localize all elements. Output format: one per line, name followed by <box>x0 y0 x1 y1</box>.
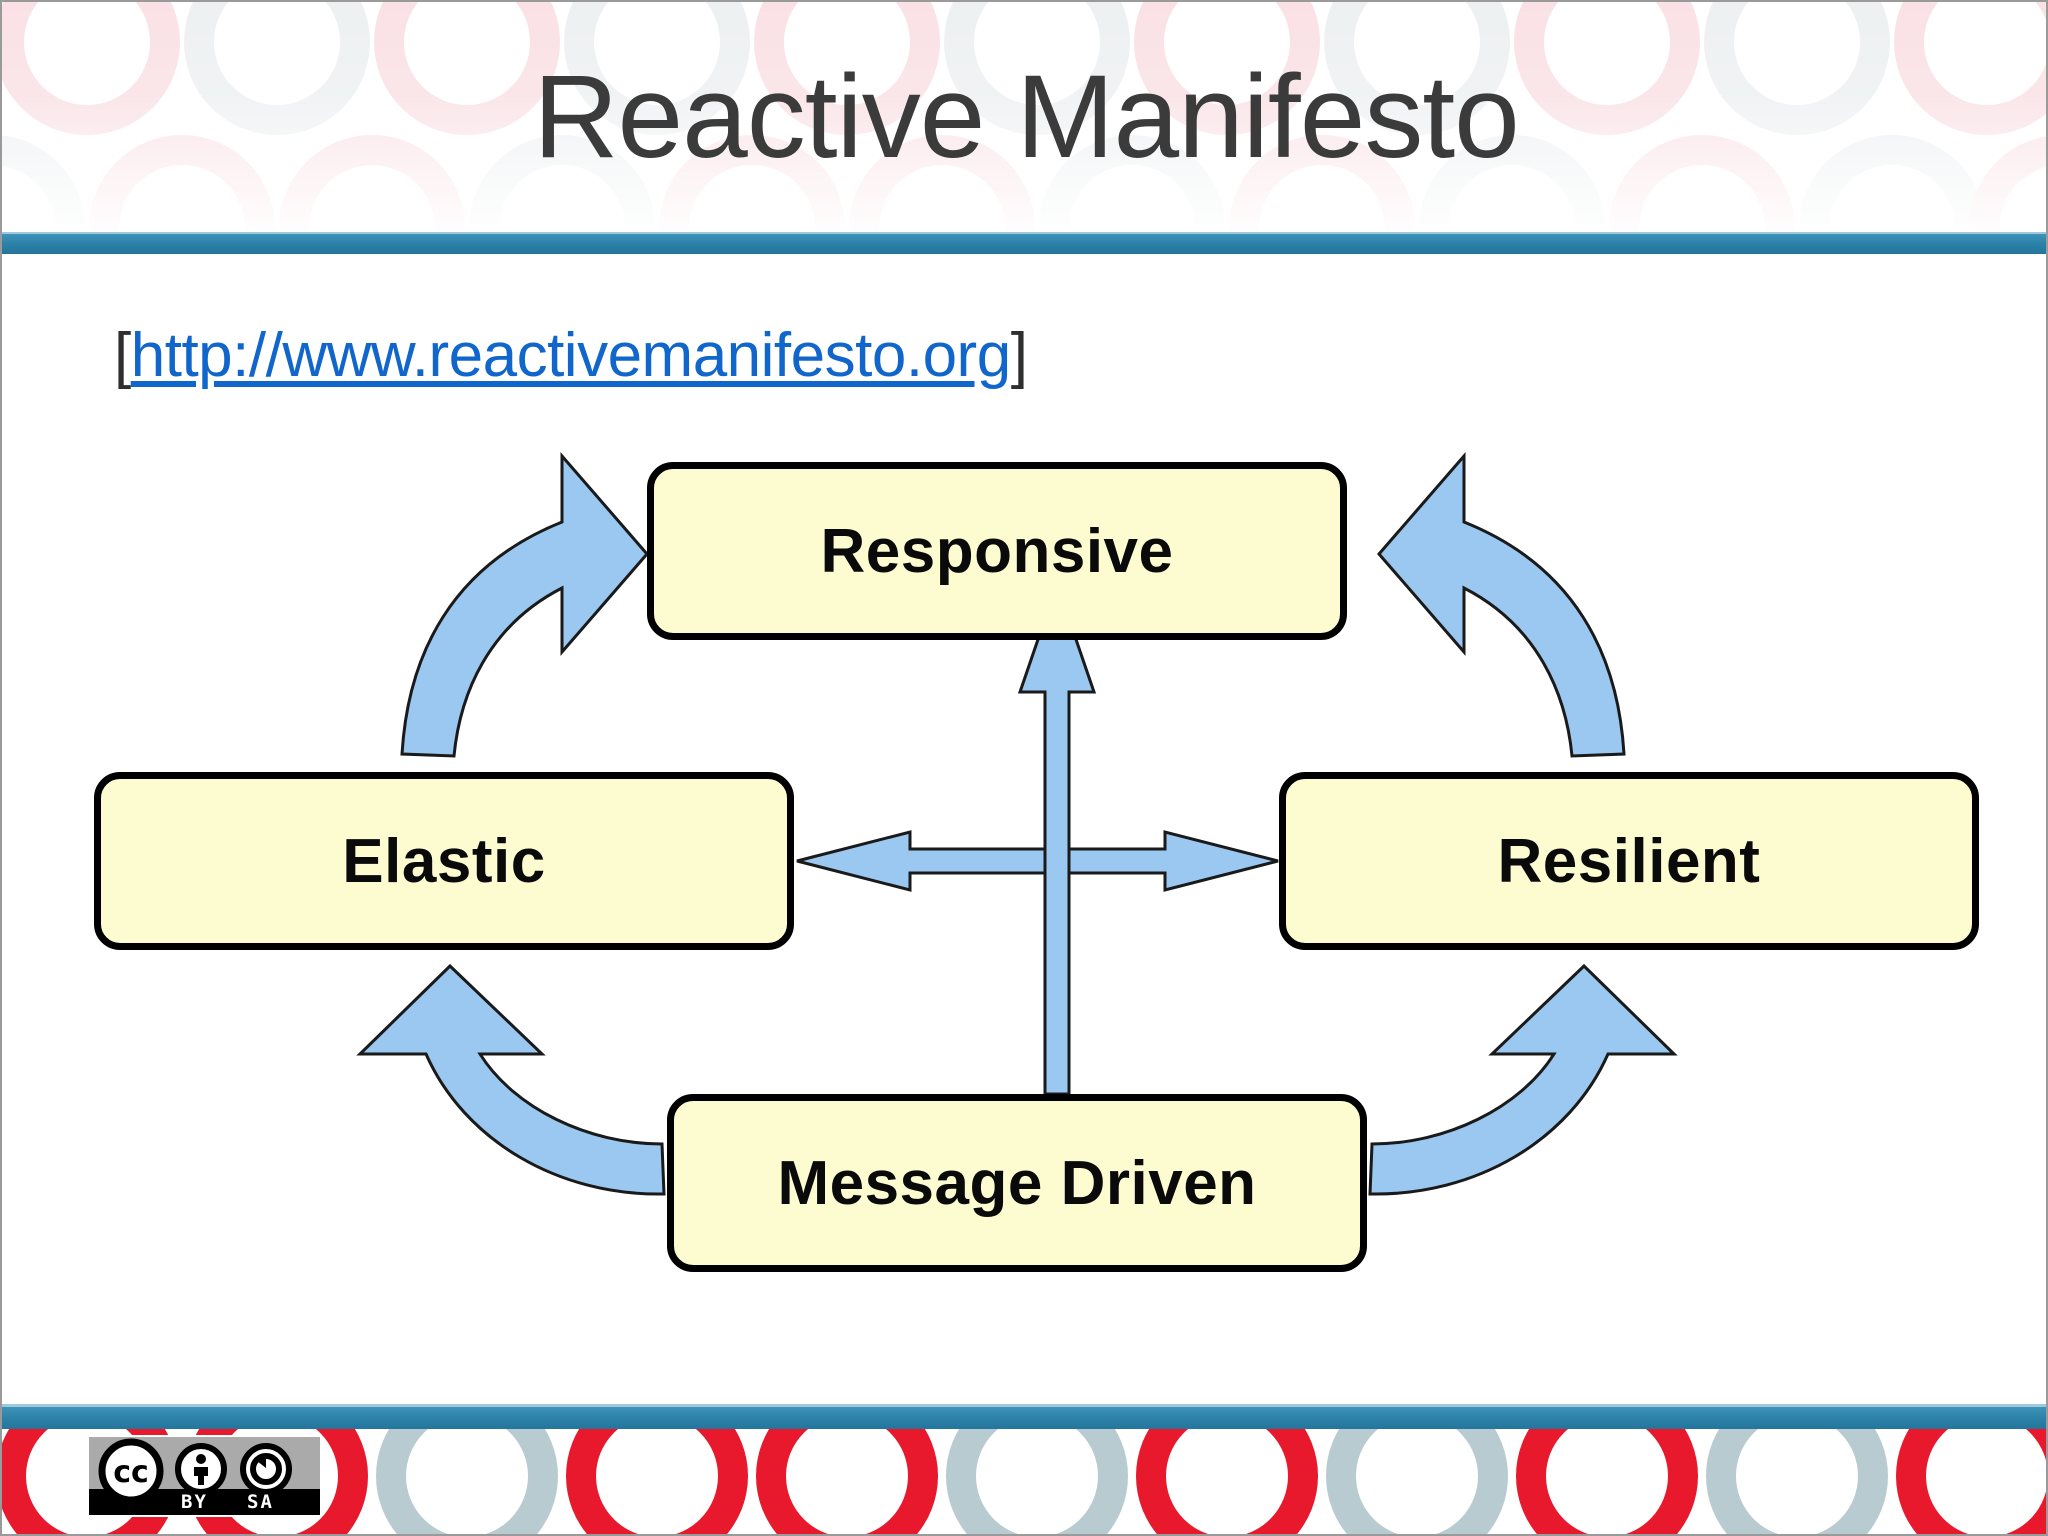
cc-mark-icon: cc <box>98 1438 164 1504</box>
reactive-traits-diagram: Responsive Elastic Resilient Message Dri… <box>2 254 2046 1406</box>
node-resilient-label: Resilient <box>1497 826 1761 896</box>
svg-text:cc: cc <box>113 1455 149 1490</box>
node-elastic-label: Elastic <box>342 826 546 896</box>
slide-footer <box>2 1429 2046 1534</box>
footer-divider-highlight <box>2 1404 2046 1407</box>
node-responsive-label: Responsive <box>820 516 1174 586</box>
footer-divider-bar <box>2 1407 2046 1429</box>
arrow-message-to-resilient <box>1368 963 1678 1196</box>
page-title: Reactive Manifesto <box>533 51 1519 183</box>
cc-badge-icons: cc <box>98 1438 292 1504</box>
node-message-driven-label: Message Driven <box>777 1148 1257 1218</box>
arrow-resilient-to-responsive <box>1377 451 1626 758</box>
arrow-message-to-elastic <box>356 963 666 1196</box>
reactive-manifesto-link[interactable]: http://www.reactivemanifesto.org <box>130 321 1011 390</box>
node-elastic[interactable]: Elastic <box>94 772 794 950</box>
diagram-arrow-layer <box>356 451 1678 1196</box>
url-open-bracket: [ <box>114 321 131 390</box>
cc-license-badge[interactable]: cc BY SA <box>87 1435 322 1517</box>
cc-by-person-icon <box>175 1443 227 1495</box>
arrow-message-to-responsive <box>1017 579 1097 1096</box>
arrow-elastic-to-responsive <box>400 451 649 758</box>
cc-sa-sharealike-icon <box>240 1443 292 1495</box>
cc-sa-label: SA <box>247 1491 274 1513</box>
arrow-elastic-resilient-bidirectional <box>796 830 1279 892</box>
header-divider-bar <box>2 234 2046 254</box>
node-message-driven[interactable]: Message Driven <box>667 1094 1367 1272</box>
cc-by-label: BY <box>181 1491 208 1513</box>
header-divider-highlight <box>2 232 2046 235</box>
node-responsive[interactable]: Responsive <box>647 462 1347 640</box>
url-close-bracket: ] <box>1010 321 1028 390</box>
node-resilient[interactable]: Resilient <box>1279 772 1979 950</box>
slide-header: Reactive Manifesto <box>2 2 2046 234</box>
reactive-manifesto-url-line: [http://www.reactivemanifesto.org] <box>114 320 1028 391</box>
